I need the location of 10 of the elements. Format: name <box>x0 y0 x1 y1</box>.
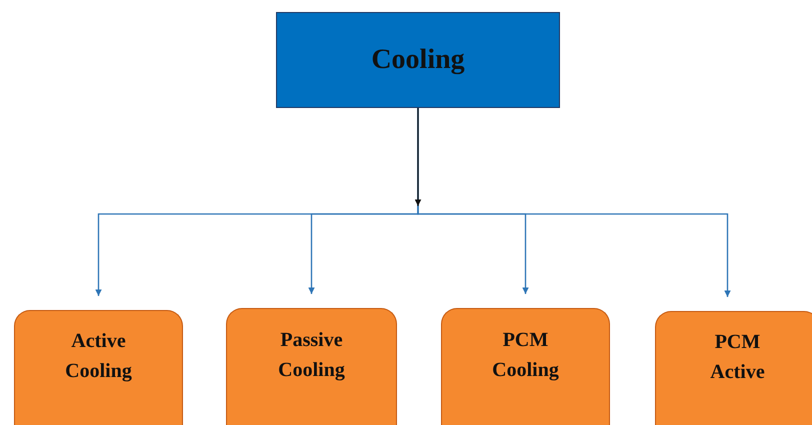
subcategory-box <box>441 308 610 425</box>
node-label: PCM Active <box>709 330 766 384</box>
subcategory-box <box>655 311 812 425</box>
node-label: PCM Cooling <box>491 328 560 383</box>
node-label: Passive Cooling <box>277 328 346 383</box>
node-label: Cooling <box>371 44 465 76</box>
subcategory-box <box>14 310 183 425</box>
subcategory-box <box>226 308 397 425</box>
node-label: Active Cooling <box>64 329 133 384</box>
category-box <box>276 12 560 108</box>
